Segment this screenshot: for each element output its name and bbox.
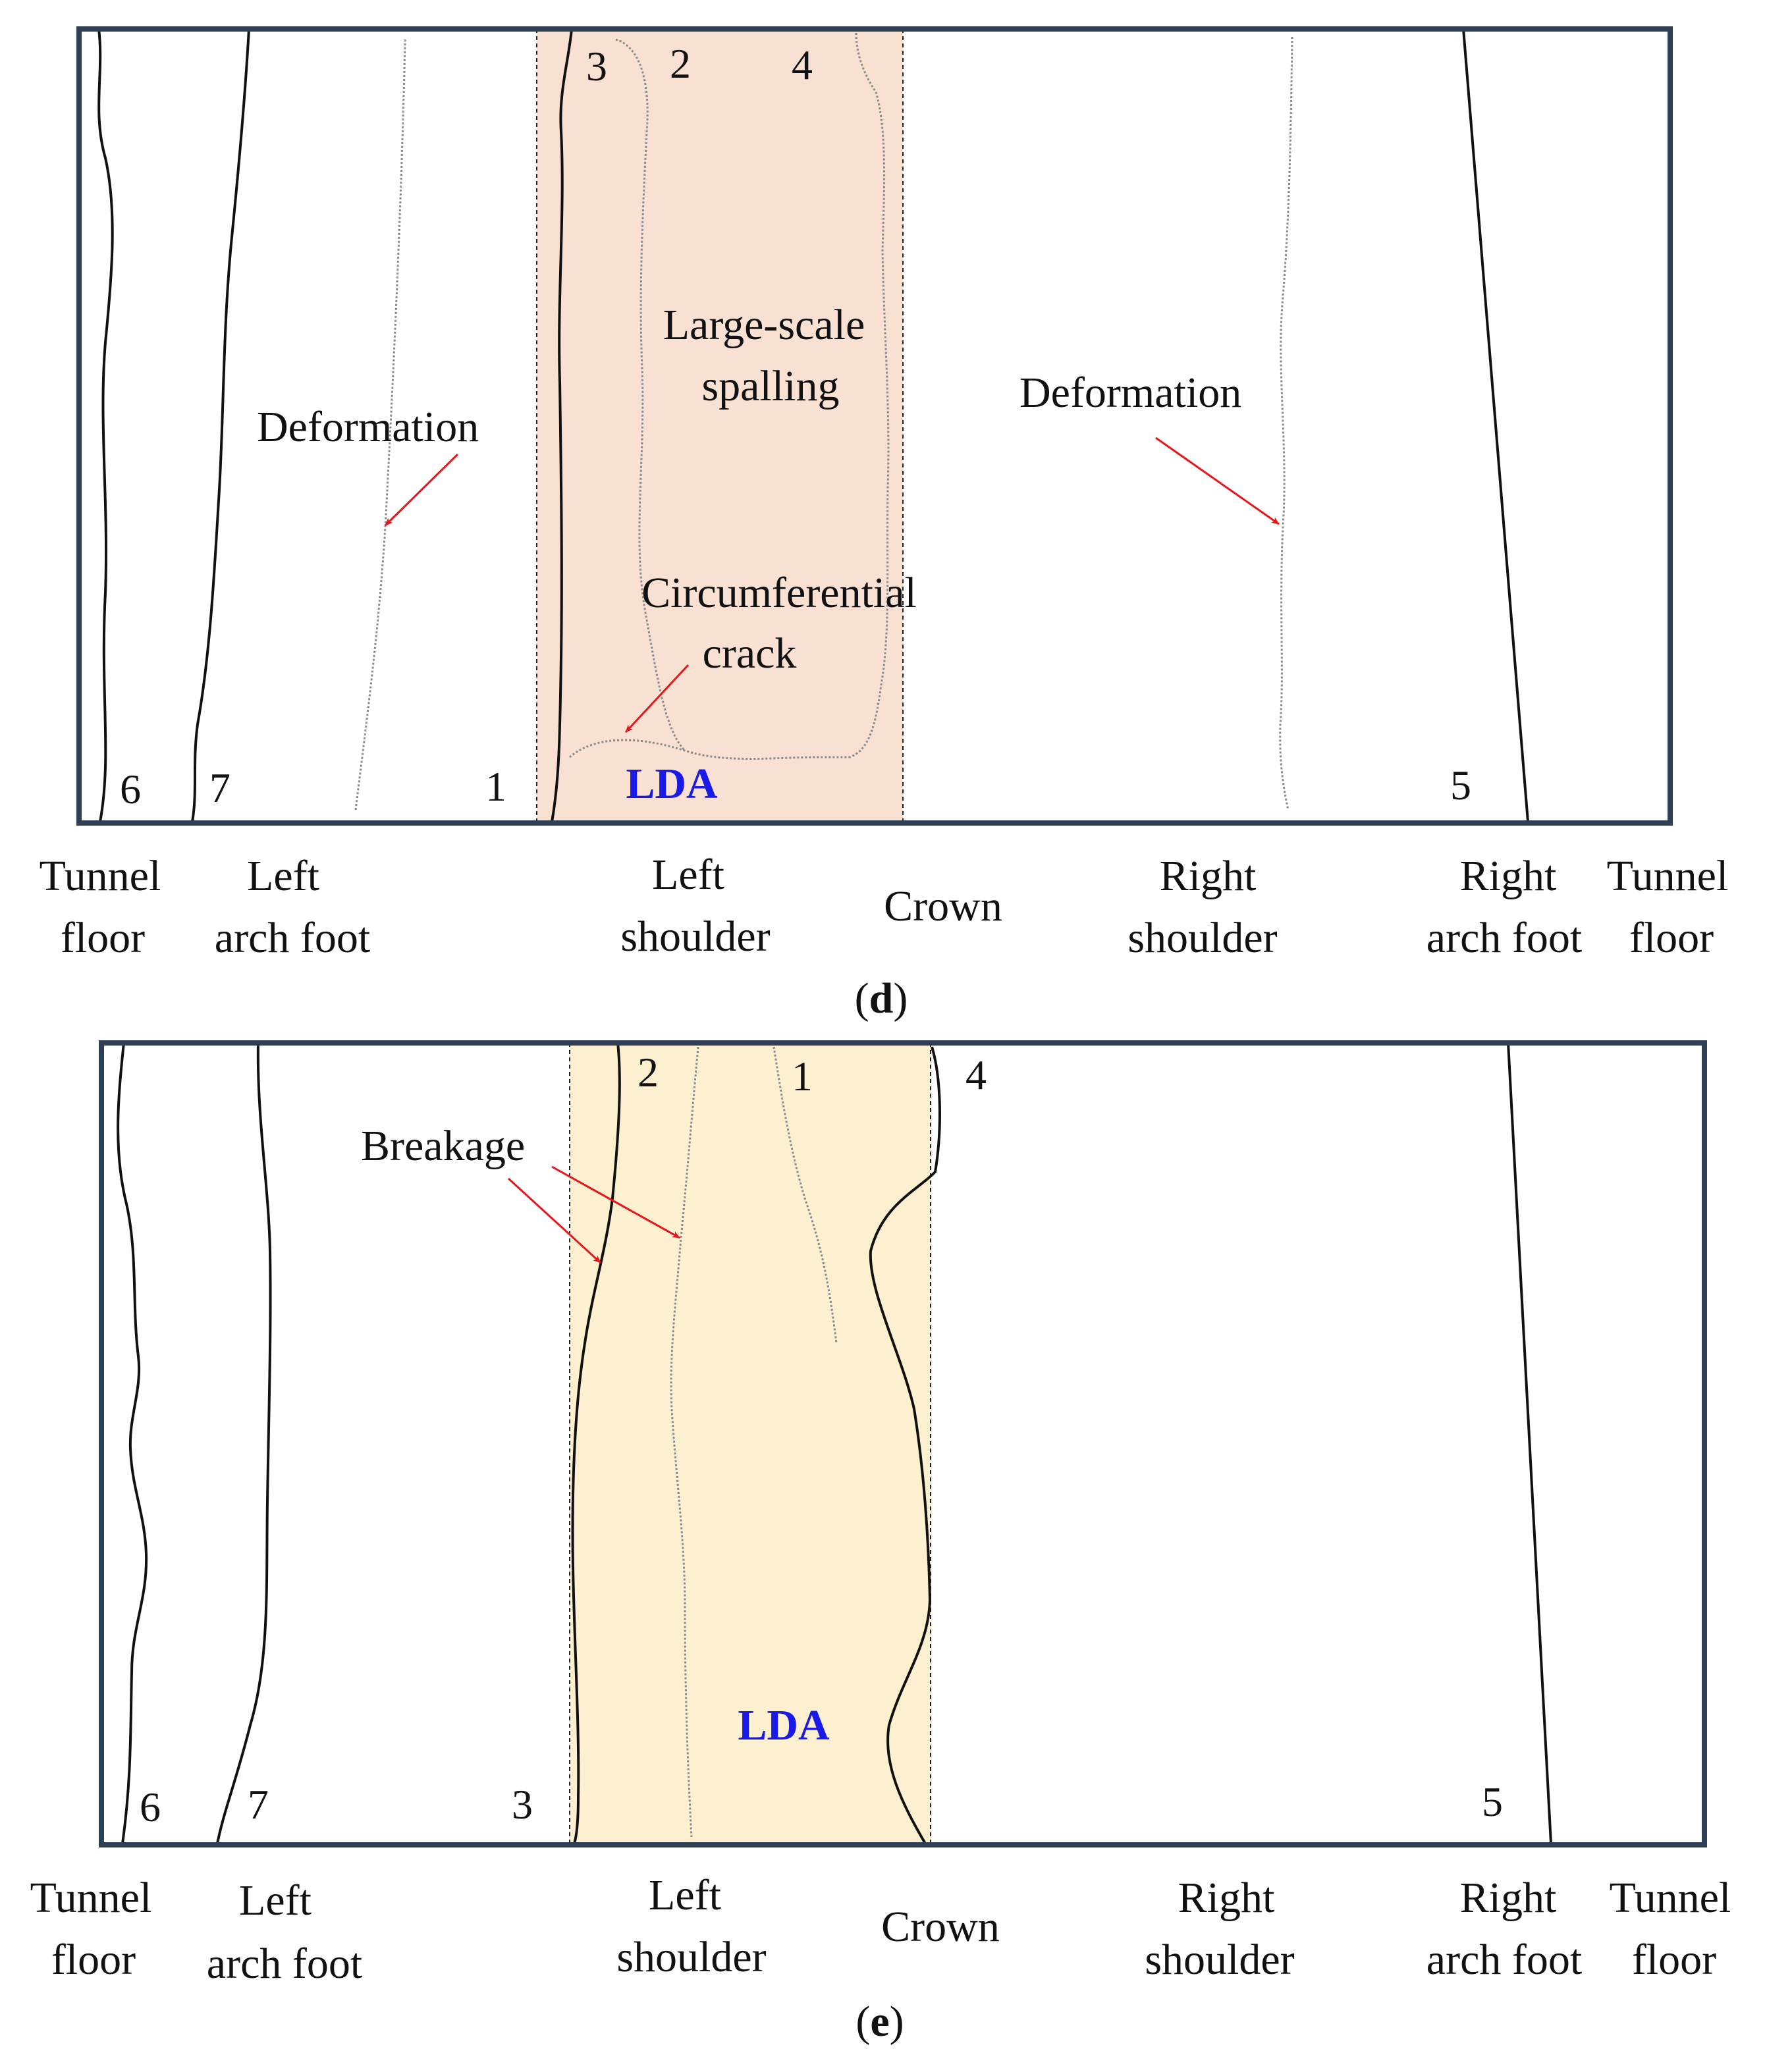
panel-e-crack-number: 7 — [248, 1781, 269, 1828]
panel-d-crack-circumferential — [569, 739, 850, 760]
panel-d-lda-label: LDA — [626, 760, 718, 808]
panel-d-pos-tunnel-floor-right-line1: Tunnel — [1607, 852, 1729, 900]
panel-e-crack-5 — [1507, 1042, 1552, 1844]
panel-e-pos-tunnel-floor-left-line2: floor — [51, 1936, 136, 1984]
panel-d-arrow-deformation-left — [384, 453, 459, 527]
panel-d-label-spalling-line2: spalling — [702, 362, 840, 410]
panel-e-crack-number: 2 — [638, 1049, 659, 1096]
panel-d-label-spalling-line1: Large-scale — [663, 301, 865, 349]
panel-d-label-deformation-left: Deformation — [257, 403, 479, 451]
panel-d-crack-number: 1 — [485, 763, 506, 810]
panel-e-crack-number: 4 — [965, 1051, 987, 1098]
panel-e-pos-tunnel-floor-left-line1: Tunnel — [30, 1874, 152, 1922]
panel-e-pos-crown: Crown — [881, 1903, 1000, 1951]
panel-e-lda-zone — [570, 1043, 931, 1845]
panel-d-label-deformation-right: Deformation — [1019, 369, 1241, 417]
panel-d-crack-number: 6 — [120, 766, 141, 812]
panel-e: 2 1 4 6 7 3 5 Breakage LDA Tunnel floor … — [30, 1040, 1731, 2046]
panel-e-pos-left-shoulder-line2: shoulder — [616, 1933, 766, 1981]
panel-d-pos-right-arch-foot-line2: arch foot — [1426, 914, 1582, 962]
panel-e-arrow-breakage-1 — [507, 1177, 602, 1264]
panel-d-caption: (d) — [855, 974, 908, 1023]
panel-e-crack-number: 5 — [1482, 1778, 1503, 1825]
panel-d-crack-number: 4 — [792, 41, 813, 88]
panel-d-crack-4 — [849, 32, 890, 758]
panel-e-crack-number: 3 — [512, 1781, 533, 1828]
panel-d-lda-zone — [537, 29, 903, 823]
panel-e-label-breakage: Breakage — [361, 1122, 525, 1170]
panel-d-label-circumferential-line1: Circumferential — [641, 569, 917, 617]
panel-e-pos-right-arch-foot-line2: arch foot — [1426, 1936, 1582, 1984]
panel-e-pos-tunnel-floor-right-line2: floor — [1632, 1936, 1716, 1984]
panel-e-caption-letter: e — [870, 1998, 889, 2046]
panel-e-caption: (e) — [855, 1998, 904, 2046]
panel-e-lda-label: LDA — [738, 1701, 830, 1749]
panel-e-crack-2 — [670, 1046, 699, 1838]
panel-e-border — [99, 1040, 1707, 1847]
panel-e-pos-left-shoulder-line1: Left — [649, 1871, 721, 1919]
panel-e-crack-3 — [571, 1042, 621, 1844]
panel-d-arrow-deformation-right — [1155, 437, 1280, 525]
panel-d-pos-crown: Crown — [884, 882, 1002, 930]
panel-d-crack-3 — [551, 28, 573, 822]
panel-d-crack-6 — [97, 28, 114, 822]
panel-d-crack-number: 7 — [209, 764, 231, 811]
panel-e-crack-number: 1 — [792, 1053, 813, 1100]
panel-e-crack-1 — [773, 1046, 838, 1344]
panel-d-arrow-circumferential — [624, 664, 690, 733]
panel-e-pos-left-arch-foot-line1: Left — [239, 1876, 312, 1925]
panel-d-crack-number: 5 — [1450, 762, 1471, 809]
panel-d-caption-letter: d — [869, 974, 894, 1023]
panel-d-pos-left-shoulder-line2: shoulder — [620, 913, 770, 961]
panel-d-pos-tunnel-floor-left-line2: floor — [61, 914, 145, 962]
panel-d-crack-2 — [615, 38, 686, 752]
panel-e-pos-left-arch-foot-line2: arch foot — [207, 1940, 362, 1988]
panel-e-pos-tunnel-floor-right-line1: Tunnel — [1610, 1874, 1731, 1922]
panel-d-label-circumferential-line2: crack — [703, 629, 797, 677]
panel-d-pos-right-shoulder-line1: Right — [1160, 852, 1257, 900]
panel-d-pos-tunnel-floor-left-line1: Tunnel — [40, 852, 161, 900]
panel-e-crack-number: 6 — [140, 1784, 161, 1830]
panel-e-pos-right-arch-foot-line1: Right — [1460, 1874, 1557, 1922]
panel-e-crack-7 — [216, 1042, 272, 1844]
panel-d-pos-tunnel-floor-right-line2: floor — [1629, 914, 1714, 962]
panel-e-crack-6 — [117, 1042, 148, 1844]
panel-d-crack-number: 2 — [670, 40, 691, 87]
panel-d-crack-5 — [1462, 28, 1529, 822]
panel-d-crack-7 — [191, 28, 250, 822]
panel-d-pos-left-arch-foot-line2: arch foot — [215, 914, 370, 962]
panel-d-crack-right-faint — [1279, 36, 1293, 810]
panel-d-pos-left-arch-foot-line1: Left — [247, 852, 319, 900]
panel-d: 3 2 4 6 7 1 5 Deformation Deformation La… — [40, 26, 1729, 1023]
panel-d-pos-right-arch-foot-line1: Right — [1460, 852, 1557, 900]
panel-d-pos-left-shoulder-line1: Left — [652, 851, 724, 899]
panel-e-pos-right-shoulder-line1: Right — [1178, 1874, 1275, 1922]
panel-e-arrow-breakage-2 — [551, 1165, 680, 1239]
panel-d-pos-right-shoulder-line2: shoulder — [1127, 914, 1277, 962]
panel-e-pos-right-shoulder-line2: shoulder — [1145, 1936, 1294, 1984]
panel-e-crack-4 — [869, 1046, 941, 1845]
panel-d-crack-number: 3 — [586, 43, 607, 90]
panel-d-border — [76, 26, 1673, 826]
panel-d-crack-1 — [354, 39, 406, 810]
